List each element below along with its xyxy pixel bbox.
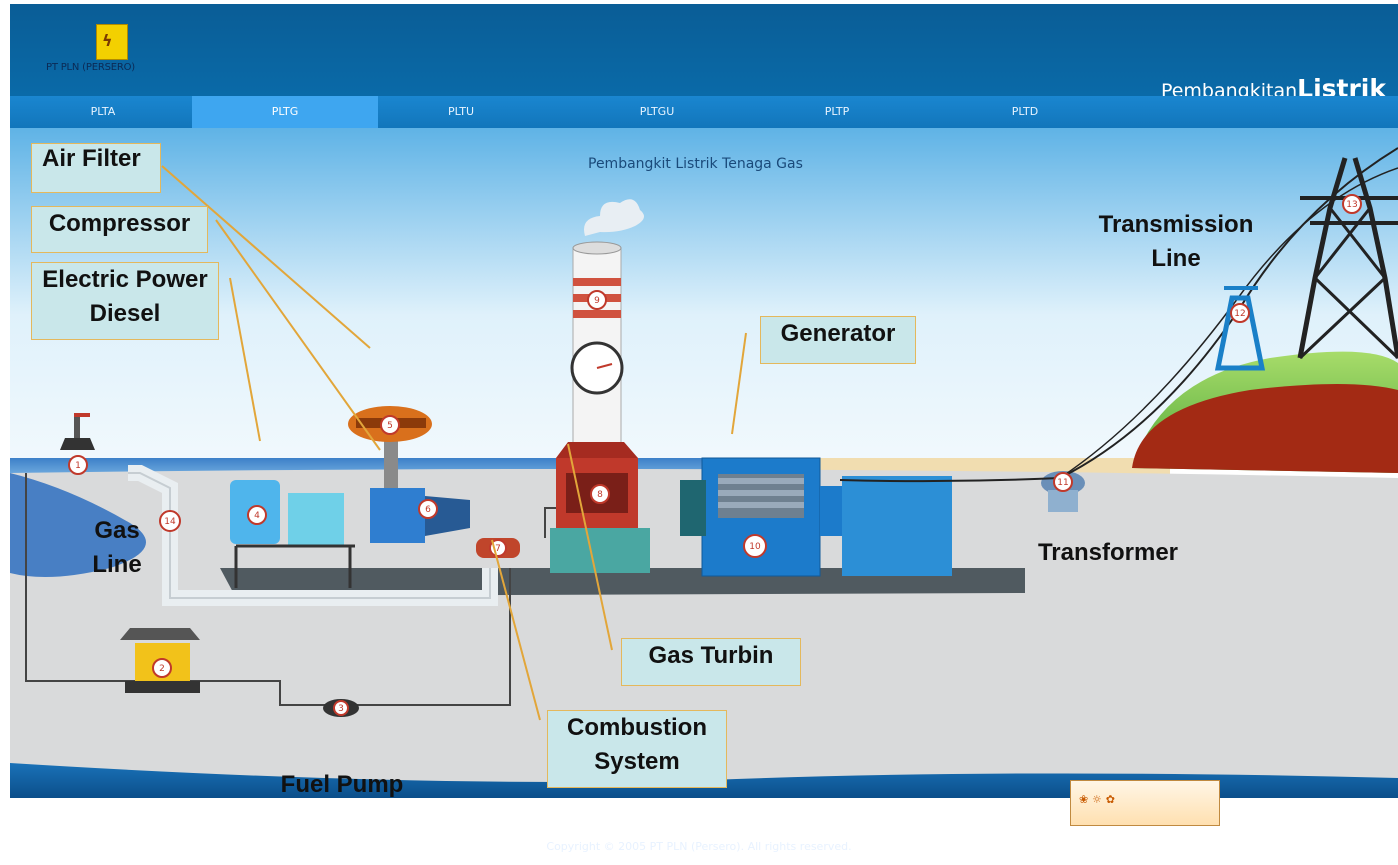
svg-text:12: 12 (1234, 309, 1245, 319)
exciter (842, 476, 952, 576)
turbine-base (550, 528, 650, 573)
tab-pltd[interactable]: PLTD (1011, 105, 1039, 118)
svg-text:13: 13 (1346, 200, 1357, 210)
label-generator: Generator (760, 316, 916, 364)
label-transformer: Transformer (1037, 539, 1179, 566)
label-electric-power-diesel-line1: Electric Power (42, 266, 208, 293)
svg-text:8: 8 (597, 490, 603, 500)
svg-text:7: 7 (495, 544, 501, 554)
marker-4: 4 (247, 505, 267, 525)
svg-text:14: 14 (164, 517, 176, 527)
label-combustion-system-line1: Combustion (567, 714, 707, 741)
svg-text:10: 10 (749, 542, 761, 552)
small-tower (1214, 295, 1266, 371)
marker-13: 13 (1342, 194, 1362, 214)
svg-text:9: 9 (594, 296, 600, 306)
transmission-tower (1297, 157, 1398, 360)
compressor-unit (370, 488, 425, 543)
marker-6: 6 (418, 499, 438, 519)
tab-pltu[interactable]: PLTU (447, 105, 475, 118)
smoke (584, 199, 644, 236)
label-transmission-line-line2: Line (1151, 245, 1201, 272)
svg-text:11: 11 (1057, 478, 1068, 488)
marker-14: 14 (159, 510, 181, 532)
label-gas-line-line1: Gas (94, 517, 140, 544)
lightning-icon: ϟ (102, 31, 113, 50)
marker-11: 11 (1053, 472, 1073, 492)
marker-12: 12 (1230, 303, 1250, 323)
fuel-storage-roof (120, 628, 200, 640)
tab-pltgu[interactable]: PLTGU (639, 105, 675, 118)
platform (220, 568, 1025, 596)
header-bar: ϟ (10, 4, 1398, 96)
label-fuel-pump: Fuel Pump (280, 771, 404, 798)
valve (60, 438, 95, 450)
label-electric-power-diesel: Electric Power Diesel (31, 262, 219, 340)
marker-10: 10 (743, 534, 767, 558)
leader-lines (161, 165, 747, 721)
svg-text:6: 6 (425, 505, 431, 515)
ground (10, 469, 1398, 798)
label-gas-turbin: Gas Turbin (621, 638, 801, 686)
tab-pltg[interactable]: PLTG (192, 96, 378, 128)
copyright-text: Copyright © 2005 PT PLN (Persero). All r… (546, 840, 852, 853)
marker-2: 2 (152, 658, 172, 678)
marker-1: 1 (68, 455, 88, 475)
exit-button[interactable]: exit (1312, 798, 1353, 820)
label-compressor: Compressor (31, 206, 208, 253)
company-name: PT PLN (PERSERO) (46, 62, 135, 73)
label-gas-line: Gas Line (72, 514, 162, 582)
label-air-filter: Air Filter (31, 143, 161, 193)
svg-text:5: 5 (387, 421, 393, 431)
svg-text:2: 2 (159, 664, 165, 674)
badge-graphic-icon: ❀ ☼ ✿ (1079, 793, 1115, 806)
power-plant-illustration: 1 2 3 4 5 6 7 8 9 10 11 12 13 14 (10, 128, 1398, 798)
marker-8: 8 (590, 484, 610, 504)
island-cliff (1132, 384, 1398, 473)
label-transmission-line-line1: Transmission (1098, 211, 1254, 238)
label-electric-power-diesel-line2: Diesel (89, 300, 161, 327)
diagram-subtitle: Pembangkit Listrik Tenaga Gas (588, 156, 803, 172)
marker-3: 3 (333, 700, 349, 716)
svg-text:4: 4 (254, 511, 260, 521)
marker-9: 9 (587, 290, 607, 310)
power-cable (839, 147, 1398, 483)
fuel-line (25, 473, 511, 706)
label-gas-line-line2: Line (92, 551, 142, 578)
tab-pltp[interactable]: PLTP (824, 105, 850, 118)
tab-plta[interactable]: PLTA (90, 105, 116, 118)
pln-logo: ϟ (96, 24, 128, 60)
label-combustion-system: Combustion System (547, 710, 727, 788)
nav-tabs: PLTA PLTG PLTU PLTGU PLTP PLTD (10, 96, 1398, 128)
svg-text:1: 1 (75, 461, 81, 471)
label-transmission-line: Transmission Line (1090, 208, 1262, 276)
label-combustion-system-line2: System (594, 748, 680, 775)
marker-5: 5 (380, 415, 400, 435)
bukaan-badge[interactable]: ❀ ☼ ✿ (1070, 780, 1220, 826)
wave (10, 473, 146, 577)
svg-text:3: 3 (338, 704, 344, 714)
